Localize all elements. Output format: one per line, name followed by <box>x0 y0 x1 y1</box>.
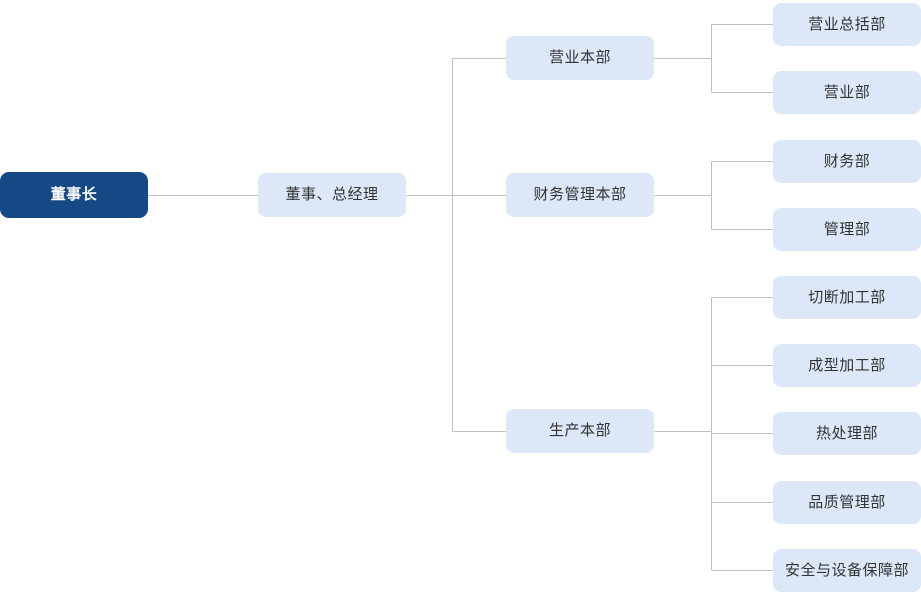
node-department-management[interactable]: 管理部 <box>773 208 921 251</box>
node-department-sales-general[interactable]: 营业总括部 <box>773 3 921 46</box>
node-executive[interactable]: 董事、总经理 <box>258 173 406 217</box>
node-department-safety-equipment[interactable]: 安全与设备保障部 <box>773 549 921 592</box>
node-department-finance[interactable]: 财务部 <box>773 140 921 183</box>
node-division-production[interactable]: 生产本部 <box>506 409 654 453</box>
node-department-heat-treatment[interactable]: 热处理部 <box>773 412 921 455</box>
node-department-quality-control[interactable]: 品质管理部 <box>773 481 921 524</box>
node-department-sales[interactable]: 营业部 <box>773 71 921 114</box>
node-department-forming[interactable]: 成型加工部 <box>773 344 921 387</box>
node-chairman[interactable]: 董事长 <box>0 172 148 218</box>
node-division-finance[interactable]: 财务管理本部 <box>506 173 654 217</box>
node-department-cutting[interactable]: 切断加工部 <box>773 276 921 319</box>
node-division-sales[interactable]: 营业本部 <box>506 36 654 80</box>
